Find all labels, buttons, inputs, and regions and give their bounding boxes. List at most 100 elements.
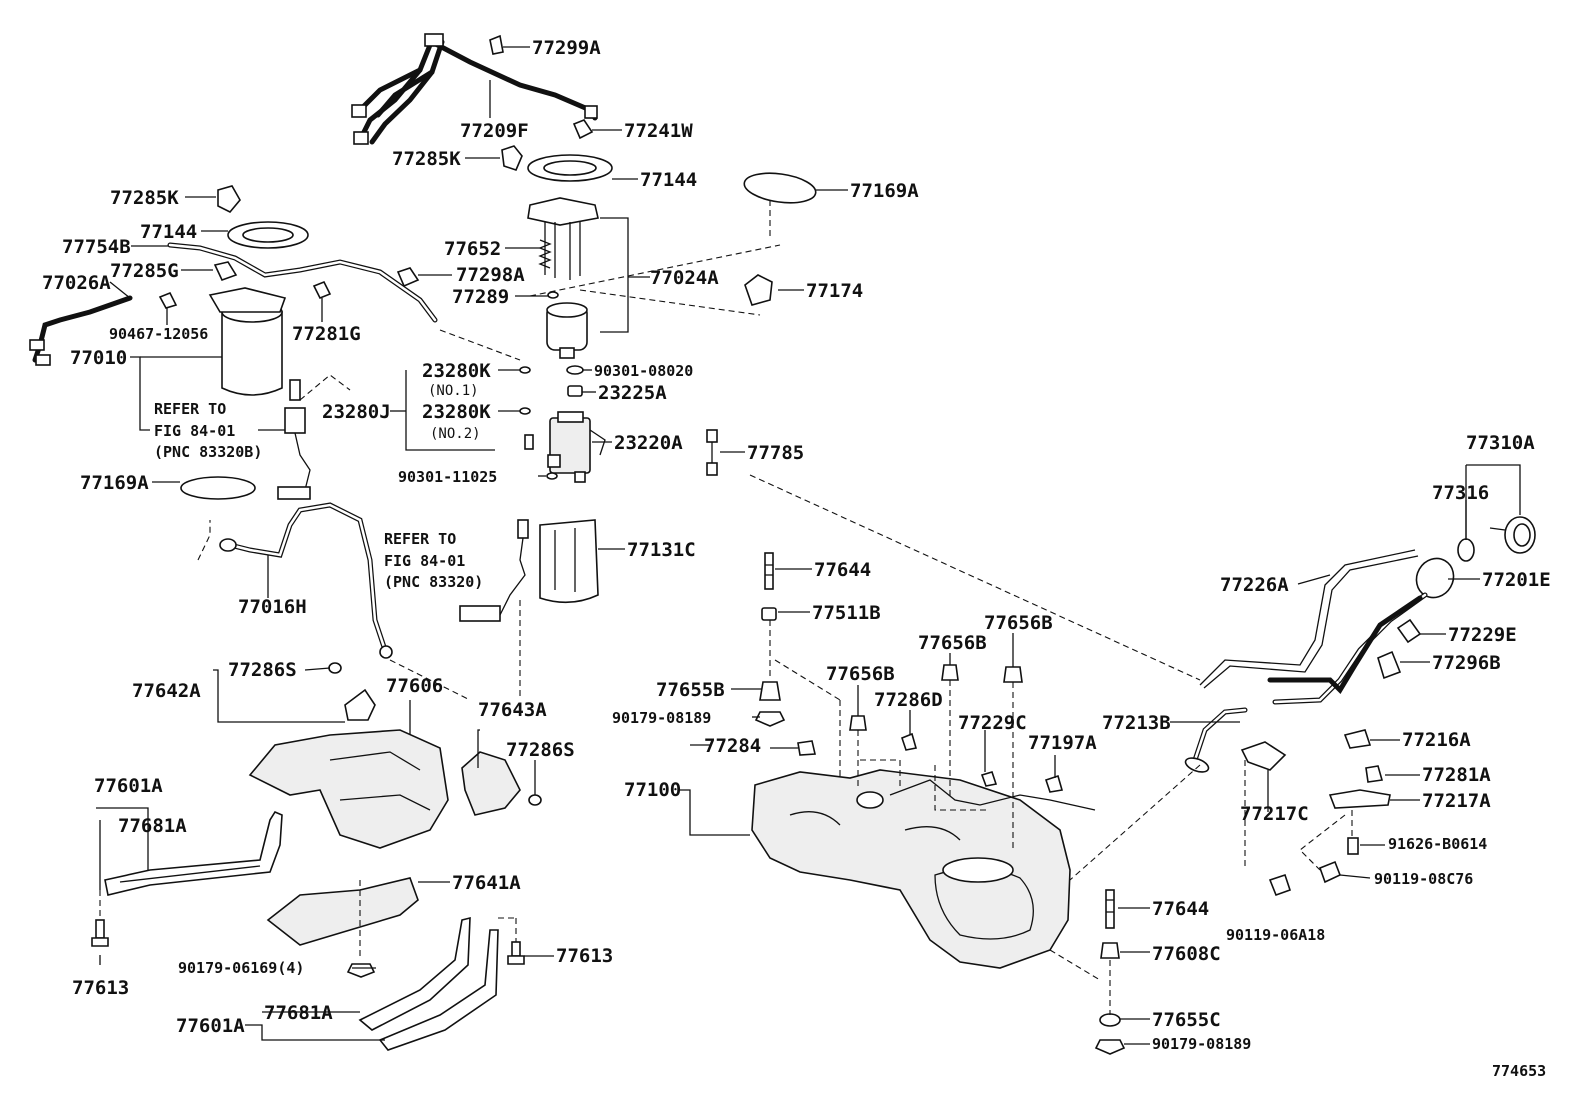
- part-90179-08189-nut-top[interactable]: [754, 711, 786, 727]
- part-90301-11025-o-ring[interactable]: [524, 434, 558, 480]
- part-23220A-fuel-pump[interactable]: [547, 411, 606, 483]
- label-77296B: 77296B: [1432, 652, 1501, 674]
- label-77281G: 77281G: [292, 323, 361, 345]
- part-77131C-pump-cup[interactable]: [459, 519, 599, 622]
- part-77016H-hose[interactable]: [219, 502, 393, 659]
- part-23280K-no2-o-ring[interactable]: [519, 407, 531, 415]
- label-refer-to-2: REFER TO: [384, 530, 456, 548]
- label-77174: 77174: [806, 280, 863, 302]
- part-77174-bracket[interactable]: [744, 274, 773, 306]
- label-77285K-left: 77285K: [110, 187, 179, 209]
- part-77643A-protector[interactable]: [461, 751, 521, 816]
- label-77642A: 77642A: [132, 680, 201, 702]
- part-77216A-bracket[interactable]: [1343, 729, 1372, 749]
- part-77316-gasket[interactable]: [1457, 538, 1475, 562]
- label-77144-left: 77144: [140, 221, 197, 243]
- part-77644-valve-top[interactable]: [764, 552, 774, 590]
- label-77026A: 77026A: [42, 272, 111, 294]
- part-77281G-clamp[interactable]: [312, 280, 332, 300]
- part-77144-gasket-top[interactable]: [527, 154, 613, 182]
- part-77644-valve-bottom[interactable]: [1105, 889, 1115, 929]
- part-77010-sub-tank[interactable]: [208, 287, 287, 396]
- part-77601A-band-right[interactable]: [358, 916, 499, 1051]
- part-77641A-protector[interactable]: [266, 877, 419, 946]
- part-77285K-clamp-left[interactable]: [217, 185, 241, 213]
- part-23280K-no1-o-ring[interactable]: [519, 366, 531, 374]
- part-77613-bolt-left[interactable]: [91, 919, 109, 947]
- label-77010: 77010: [70, 347, 127, 369]
- figure-number: 774653: [1492, 1062, 1546, 1080]
- part-77754B-vent-tube[interactable]: [167, 242, 438, 323]
- part-77296B-cover[interactable]: [1377, 650, 1402, 680]
- part-77209F-wire-harness[interactable]: [351, 33, 598, 145]
- part-90179-08189-nut-bottom[interactable]: [1094, 1039, 1126, 1055]
- part-77169A-gasket-left[interactable]: [180, 476, 256, 500]
- part-77100-fuel-tank[interactable]: [751, 769, 1096, 969]
- part-77511B-grommet[interactable]: [761, 607, 777, 621]
- part-77229C-clamp[interactable]: [980, 771, 998, 787]
- part-77197A-clamp[interactable]: [1044, 774, 1064, 793]
- part-77285K-clamp-top[interactable]: [501, 145, 523, 171]
- part-77289-o-ring[interactable]: [547, 291, 559, 299]
- part-77785-connector[interactable]: [706, 429, 718, 476]
- part-77217A-bracket[interactable]: [1328, 789, 1391, 809]
- label-77226A: 77226A: [1220, 574, 1289, 596]
- label-77606: 77606: [386, 675, 443, 697]
- label-91626-B0614: 91626-B0614: [1388, 835, 1487, 853]
- part-77642A-bracket[interactable]: [344, 688, 376, 721]
- label-fig-84-01-2: FIG 84-01: [384, 552, 465, 570]
- label-77613-right: 77613: [556, 945, 613, 967]
- part-77284-clip[interactable]: [797, 740, 816, 756]
- part-91626-B0614-bolt[interactable]: [1347, 837, 1359, 855]
- part-77310A-fuel-cap[interactable]: [1489, 516, 1536, 554]
- part-77655C-grommet[interactable]: [1099, 1013, 1121, 1027]
- part-77285G-clamp[interactable]: [213, 261, 238, 281]
- part-77606-heat-protector[interactable]: [248, 729, 449, 849]
- part-77298A-clip[interactable]: [396, 267, 420, 288]
- part-77281A-clamp[interactable]: [1365, 765, 1384, 783]
- label-23280K-no1: 23280K: [422, 360, 491, 382]
- label-77229C: 77229C: [958, 712, 1027, 734]
- part-77286S-clip-b[interactable]: [528, 794, 542, 806]
- part-90119-06A18-bolt[interactable]: [1268, 873, 1292, 897]
- part-90467-12056-clip[interactable]: [158, 291, 178, 309]
- part-77613-bolt-right[interactable]: [507, 941, 525, 965]
- part-77601A-band-left[interactable]: [104, 810, 283, 896]
- part-77169A-gasket-top[interactable]: [742, 169, 817, 207]
- label-77213B: 77213B: [1102, 712, 1171, 734]
- part-90179-06169-nut[interactable]: [346, 963, 376, 978]
- part-90301-08020-o-ring[interactable]: [566, 365, 584, 375]
- part-77024A-fuel-pump-assembly[interactable]: [527, 197, 599, 359]
- part-77286S-clip-a[interactable]: [328, 662, 342, 674]
- part-77655B-grommet[interactable]: [759, 681, 781, 701]
- label-no1: (NO.1): [428, 383, 479, 399]
- label-77169A-top: 77169A: [850, 180, 919, 202]
- part-77229E-clamp[interactable]: [1396, 618, 1422, 644]
- part-77217C-protector[interactable]: [1240, 741, 1287, 771]
- part-23280J-sender-gauge[interactable]: [277, 379, 311, 500]
- label-23220A: 23220A: [614, 432, 683, 454]
- label-77229E: 77229E: [1448, 624, 1517, 646]
- part-77226A-breather-tube[interactable]: [1199, 549, 1419, 689]
- part-77656B-grommet-c[interactable]: [849, 715, 867, 731]
- part-77201E-filler-pipe[interactable]: [1267, 552, 1461, 705]
- part-77026A-hose[interactable]: [29, 295, 133, 366]
- label-90119-06A18: 90119-06A18: [1226, 926, 1325, 944]
- label-77511B: 77511B: [812, 602, 881, 624]
- part-77241W-clamp[interactable]: [572, 119, 594, 140]
- part-77213B-hose[interactable]: [1184, 707, 1248, 775]
- part-77286D-clip[interactable]: [901, 732, 918, 751]
- part-23225A-filter[interactable]: [567, 385, 583, 397]
- label-77131C: 77131C: [627, 539, 696, 561]
- label-90179-06169: 90179-06169(4): [178, 959, 304, 977]
- label-no2: (NO.2): [430, 426, 481, 442]
- label-77286S-a: 77286S: [228, 659, 297, 681]
- part-77656B-grommet-a[interactable]: [941, 664, 959, 681]
- part-77656B-grommet-b[interactable]: [1003, 666, 1023, 683]
- part-77144-gasket-left[interactable]: [227, 221, 309, 249]
- part-77608C-grommet[interactable]: [1100, 942, 1120, 959]
- label-77241W: 77241W: [624, 120, 693, 142]
- part-77299A-clip[interactable]: [489, 34, 504, 55]
- part-90119-08C76-bolt[interactable]: [1318, 860, 1342, 884]
